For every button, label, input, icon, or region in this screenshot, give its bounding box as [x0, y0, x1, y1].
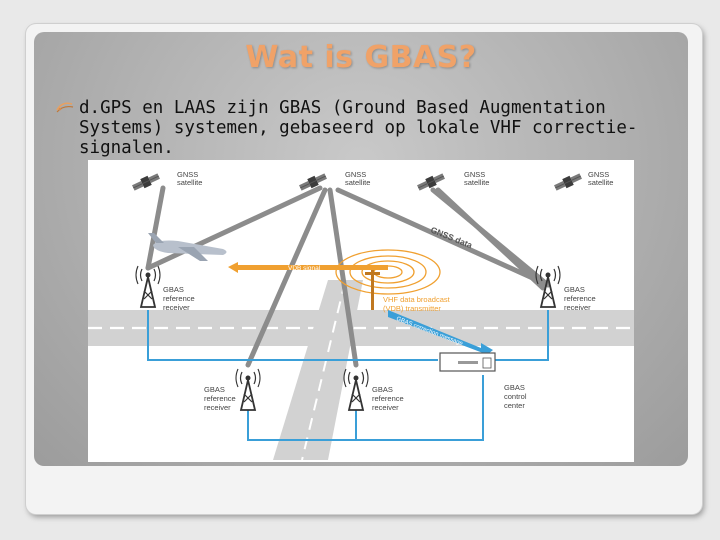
satellite-icon-1: [131, 172, 161, 192]
satellite-icon-2: [298, 172, 328, 192]
gbas-diagram: GNSS satellite GNSS satellite GNSS satel…: [88, 160, 634, 462]
receiver-label-4a: GBAS: [372, 385, 393, 394]
receiver-label-2b: reference: [564, 294, 596, 303]
satellite-label-4a: GNSS: [588, 170, 609, 179]
vdb-transmitter-label-2: (VDB) transmitter: [383, 304, 441, 313]
vdb-signal-label: VDB signal: [288, 265, 321, 272]
receiver-label-2a: GBAS: [564, 285, 585, 294]
bullet-line-3: signalen.: [79, 138, 174, 158]
airplane-icon: [148, 233, 227, 261]
receiver-label-3b: reference: [204, 394, 236, 403]
receiver-label-4b: reference: [372, 394, 404, 403]
vdb-transmitter-label-1: VHF data broadcast: [383, 295, 451, 304]
satellite-label-4b: satellite: [588, 178, 613, 187]
gnss-data-lines: [145, 185, 551, 368]
bullet-icon: [56, 102, 74, 113]
satellite-label-2b: satellite: [345, 178, 370, 187]
receiver-label-3c: receiver: [204, 403, 231, 412]
taxiway: [273, 280, 363, 460]
reference-receiver-icon-1: [135, 265, 161, 308]
receiver-label-1b: reference: [163, 294, 195, 303]
control-center-label-2: control: [504, 392, 527, 401]
control-center-label-3: center: [504, 401, 525, 410]
satellite-label-3b: satellite: [464, 178, 489, 187]
receiver-label-2c: receiver: [564, 303, 591, 312]
slide-title: Wat is GBAS?: [245, 40, 477, 75]
satellite-label-1a: GNSS: [177, 170, 198, 179]
bullet-item: d.GPS en LAAS zijn GBAS (Ground Based Au…: [56, 98, 666, 158]
satellite-icon-4: [553, 172, 583, 192]
receiver-label-4c: receiver: [372, 403, 399, 412]
bullet-line-1: d.GPS en LAAS zijn GBAS (Ground Based Au…: [79, 98, 606, 118]
satellite-label-2a: GNSS: [345, 170, 366, 179]
gbas-diagram-svg: GNSS satellite GNSS satellite GNSS satel…: [88, 170, 634, 461]
receiver-label-3a: GBAS: [204, 385, 225, 394]
control-center-label-1: GBAS: [504, 383, 525, 392]
satellite-label-1b: satellite: [177, 178, 202, 187]
receiver-label-1a: GBAS: [163, 285, 184, 294]
control-center-icon: [439, 352, 496, 372]
receiver-label-1c: receiver: [163, 303, 190, 312]
gnss-data-label: GNSS data: [429, 225, 474, 251]
reference-receiver-icon-4: [343, 368, 369, 411]
vdb-signal-arrow: VDB signal: [228, 262, 388, 273]
vdb-transmitter-icon: [365, 270, 380, 310]
network-lines: [147, 310, 549, 441]
vdb-broadcast-rings: [335, 249, 441, 295]
bullet-line-2: Systems) systemen, gebaseerd op lokale V…: [79, 118, 638, 138]
reference-receiver-icon-3: [235, 368, 261, 411]
satellite-icon-3: [416, 172, 446, 192]
satellite-label-3a: GNSS: [464, 170, 485, 179]
